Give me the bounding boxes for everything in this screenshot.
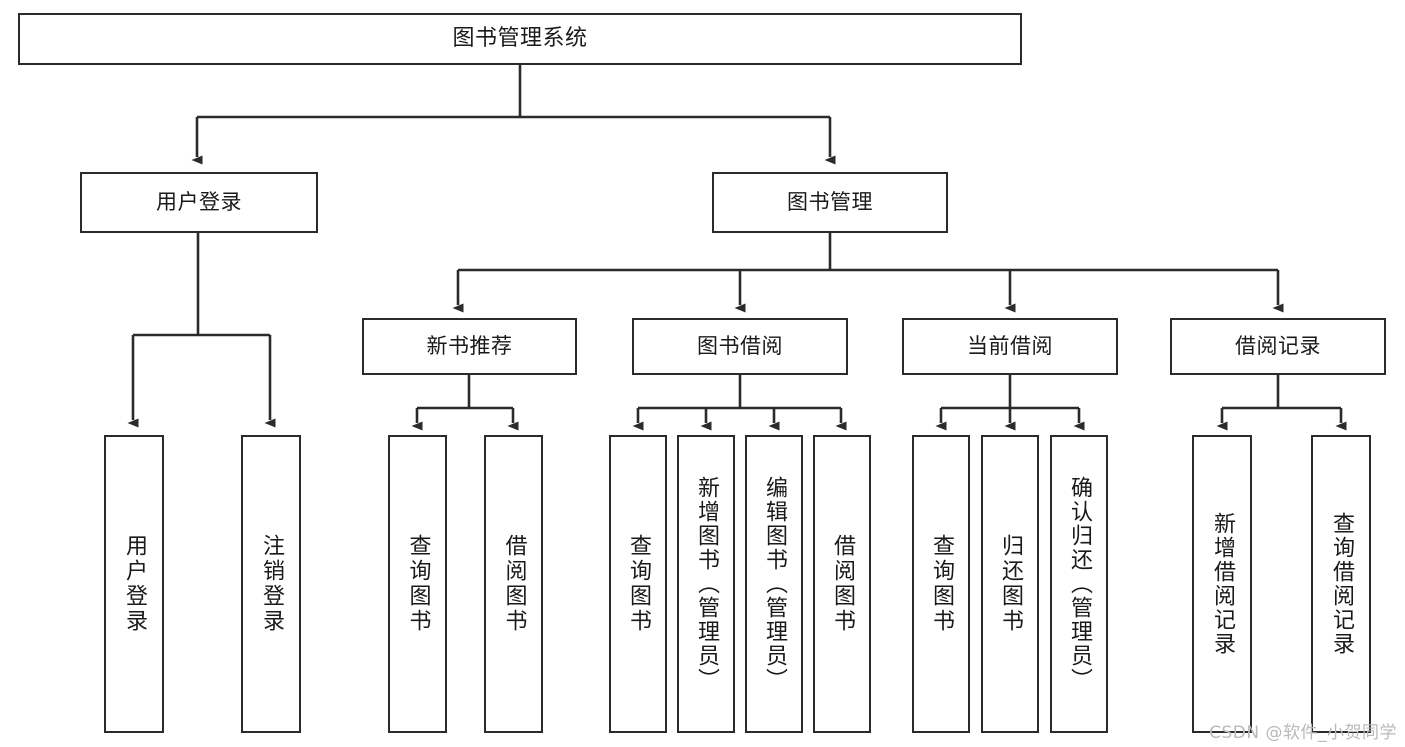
leaf-user-login-label: 用户登录 xyxy=(122,534,147,634)
leaf-add-record[interactable]: 新增借阅记录 xyxy=(1192,435,1252,733)
leaf-return-book[interactable]: 归还图书 xyxy=(981,435,1039,733)
leaf-borrow-book-2[interactable]: 借阅图书 xyxy=(813,435,871,733)
leaf-query-book-3[interactable]: 查询图书 xyxy=(912,435,970,733)
node-borrow-record-label: 借阅记录 xyxy=(1235,334,1321,358)
node-book-manage[interactable]: 图书管理 xyxy=(712,172,948,233)
leaf-confirm-return[interactable]: 确认归还（管理员） xyxy=(1050,435,1108,733)
leaf-borrow-book-2-label: 借阅图书 xyxy=(830,534,855,634)
leaf-logout[interactable]: 注销登录 xyxy=(241,435,301,733)
node-book-manage-label: 图书管理 xyxy=(787,190,873,214)
node-user-login[interactable]: 用户登录 xyxy=(80,172,318,233)
leaf-query-book-3-label: 查询图书 xyxy=(929,534,954,634)
leaf-user-login[interactable]: 用户登录 xyxy=(104,435,164,733)
leaf-borrow-book-1[interactable]: 借阅图书 xyxy=(484,435,543,733)
leaf-add-book[interactable]: 新增图书（管理员） xyxy=(677,435,735,733)
leaf-return-book-label: 归还图书 xyxy=(998,534,1023,634)
node-user-login-label: 用户登录 xyxy=(156,190,242,214)
node-current-borrow[interactable]: 当前借阅 xyxy=(902,318,1118,375)
leaf-query-book-2[interactable]: 查询图书 xyxy=(609,435,667,733)
leaf-add-book-label: 新增图书（管理员） xyxy=(694,476,719,692)
leaf-edit-book[interactable]: 编辑图书（管理员） xyxy=(745,435,803,733)
node-book-borrow-label: 图书借阅 xyxy=(697,334,783,358)
leaf-query-book-1-label: 查询图书 xyxy=(405,534,431,634)
node-new-book-rec-label: 新书推荐 xyxy=(426,334,513,358)
node-borrow-record[interactable]: 借阅记录 xyxy=(1170,318,1386,375)
leaf-query-record-label: 查询借阅记录 xyxy=(1329,512,1354,656)
leaf-confirm-return-label: 确认归还（管理员） xyxy=(1067,476,1092,692)
leaf-query-record[interactable]: 查询借阅记录 xyxy=(1311,435,1371,733)
leaf-query-book-1[interactable]: 查询图书 xyxy=(388,435,447,733)
node-book-borrow[interactable]: 图书借阅 xyxy=(632,318,848,375)
node-new-book-rec[interactable]: 新书推荐 xyxy=(362,318,577,375)
leaf-logout-label: 注销登录 xyxy=(259,534,284,634)
node-current-borrow-label: 当前借阅 xyxy=(967,334,1053,358)
node-root[interactable]: 图书管理系统 xyxy=(18,13,1022,65)
watermark-text: CSDN @软件_小贺同学 xyxy=(1209,723,1397,743)
leaf-query-book-2-label: 查询图书 xyxy=(626,534,651,634)
leaf-add-record-label: 新增借阅记录 xyxy=(1210,512,1235,656)
leaf-edit-book-label: 编辑图书（管理员） xyxy=(762,476,787,692)
node-root-label: 图书管理系统 xyxy=(452,26,588,51)
leaf-borrow-book-1-label: 借阅图书 xyxy=(501,534,527,634)
